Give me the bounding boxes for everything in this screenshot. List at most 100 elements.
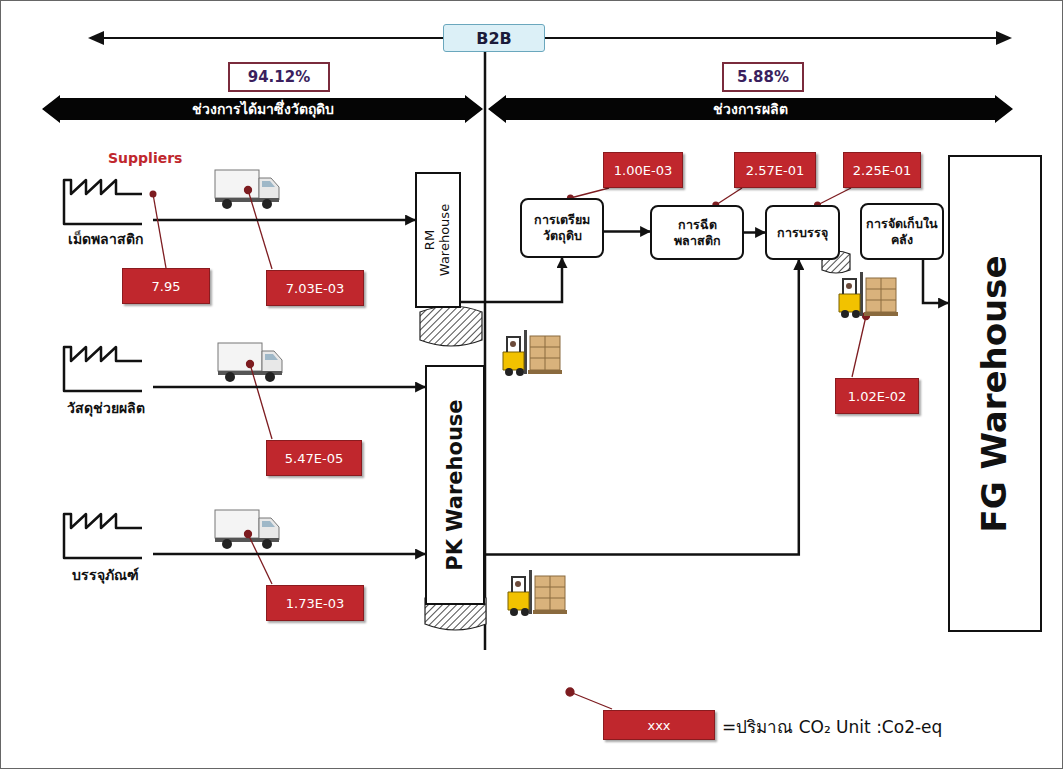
supplier-name: บรรจุภัณฑ์ [72, 566, 139, 584]
forklift-icon [535, 576, 565, 610]
warehouse-name: RM Warehouse [423, 195, 453, 285]
truck-icon [222, 199, 232, 209]
b2b-arrow [100, 37, 1000, 39]
forklift-icon [510, 608, 518, 616]
process-box: การจัดเก็บในคลัง [860, 203, 944, 260]
b2b-arrow [996, 31, 1012, 45]
forklift-icon [503, 272, 898, 616]
truck-icon [262, 199, 272, 209]
flow-arrow [485, 260, 799, 555]
co2-callout: 7.03E-03 [266, 270, 364, 306]
forklift-icon [508, 592, 529, 610]
callout-number: 7.03E-03 [286, 281, 344, 296]
forklift-icon [864, 312, 898, 316]
process-name: การเตรียมวัตถุดิบ [526, 212, 598, 243]
forklift-icon [503, 330, 562, 376]
swatch-placeholder: xxx [647, 718, 670, 733]
leader-line [250, 364, 272, 439]
flow-arrow [744, 231, 765, 234]
factory-icon [64, 347, 142, 391]
truck-icon [259, 178, 279, 200]
warehouse-box: PK Warehouse [425, 365, 485, 605]
forklift-icon [846, 283, 852, 289]
process-box: การเตรียมวัตถุดิบ [520, 198, 604, 258]
forklift-icon [881, 278, 882, 312]
forklift-icon [521, 608, 529, 616]
truck-icon [215, 170, 259, 198]
callout-number: 1.00E-03 [614, 163, 672, 178]
truck-icon [262, 521, 275, 527]
forklift-icon [550, 576, 551, 610]
co2-callout: 5.47E-05 [266, 440, 362, 476]
truck-icon [265, 354, 278, 360]
leader-line [245, 187, 870, 710]
legend-text: =ปริมาณ CO₂ Unit :Co2-eq [722, 713, 942, 740]
factory-icon [64, 180, 142, 224]
forklift-icon [545, 336, 546, 370]
truck-icon [222, 539, 232, 549]
callout-number: 2.57E-01 [746, 163, 804, 178]
factory-icon [64, 180, 142, 558]
co2-callout: 2.57E-01 [734, 152, 816, 188]
suppliers-heading: Suppliers [108, 150, 182, 166]
b2b-label: B2B [476, 29, 512, 48]
truck-icon [225, 372, 235, 382]
b2b-box: B2B [443, 24, 545, 52]
forklift-icon [866, 278, 896, 312]
b2b-arrow [88, 31, 1012, 45]
forklift-icon [528, 370, 562, 374]
truck-icon [265, 372, 275, 382]
truck-icon [262, 181, 275, 187]
forklift-icon [841, 310, 849, 318]
forklift-icon [508, 570, 567, 616]
legend-entry: =ปริมาณ CO₂ Unit :Co2-eq [722, 713, 942, 740]
callout-number: 1.73E-03 [286, 596, 344, 611]
callout-number: 2.25E-01 [853, 163, 911, 178]
flow-arrow [604, 230, 650, 233]
forklift-icon [512, 577, 525, 592]
phase-band: ช่วงการได้มาซึ่งวัตถุดิบ [42, 95, 483, 123]
legend-swatch: xxx [603, 710, 715, 740]
forklift-icon [843, 279, 856, 294]
leader-line [153, 194, 166, 268]
forklift-icon [839, 272, 898, 318]
phase-name: ช่วงการผลิต [713, 101, 788, 118]
leader-line [570, 188, 609, 198]
leader-line [566, 688, 574, 696]
hatch-roll [420, 306, 482, 346]
flow-arrow [153, 386, 425, 389]
forklift-icon [852, 310, 860, 318]
truck-icon [215, 510, 279, 549]
leader-line [247, 361, 254, 368]
leader-line [245, 531, 252, 538]
flow-arrow [153, 553, 425, 556]
leader-line [716, 188, 742, 205]
leader-line [570, 692, 612, 709]
leader-line [245, 187, 252, 194]
factory-icon [64, 514, 142, 558]
warehouse-name: PK Warehouse [443, 370, 467, 600]
leader-line [852, 316, 866, 377]
co2-callout: 1.02E-02 [835, 378, 919, 414]
process-name: การฉีดพลาสติก [656, 217, 738, 248]
phase-name: ช่วงการได้มาซึ่งวัตถุดิบ [192, 101, 334, 118]
process-name: การบรรจุ [777, 225, 828, 241]
truck-icon [262, 351, 282, 373]
hatch-roll [420, 251, 850, 630]
forklift-icon [515, 581, 521, 587]
callout-number: 1.02E-02 [848, 389, 906, 404]
co2-callout: 1.73E-03 [266, 585, 364, 621]
supplier-name: วัสดุช่วยผลิต [67, 399, 145, 417]
forklift-icon [839, 294, 860, 312]
flow-arrow [461, 258, 562, 302]
warehouse-box: RM Warehouse [415, 172, 461, 308]
leader-line [818, 188, 852, 205]
forklift-icon [533, 610, 567, 614]
process-box: การฉีดพลาสติก [650, 205, 744, 260]
co2-callout: 2.25E-01 [843, 152, 921, 188]
truck-icon [215, 510, 259, 538]
forklift-icon [503, 352, 524, 370]
